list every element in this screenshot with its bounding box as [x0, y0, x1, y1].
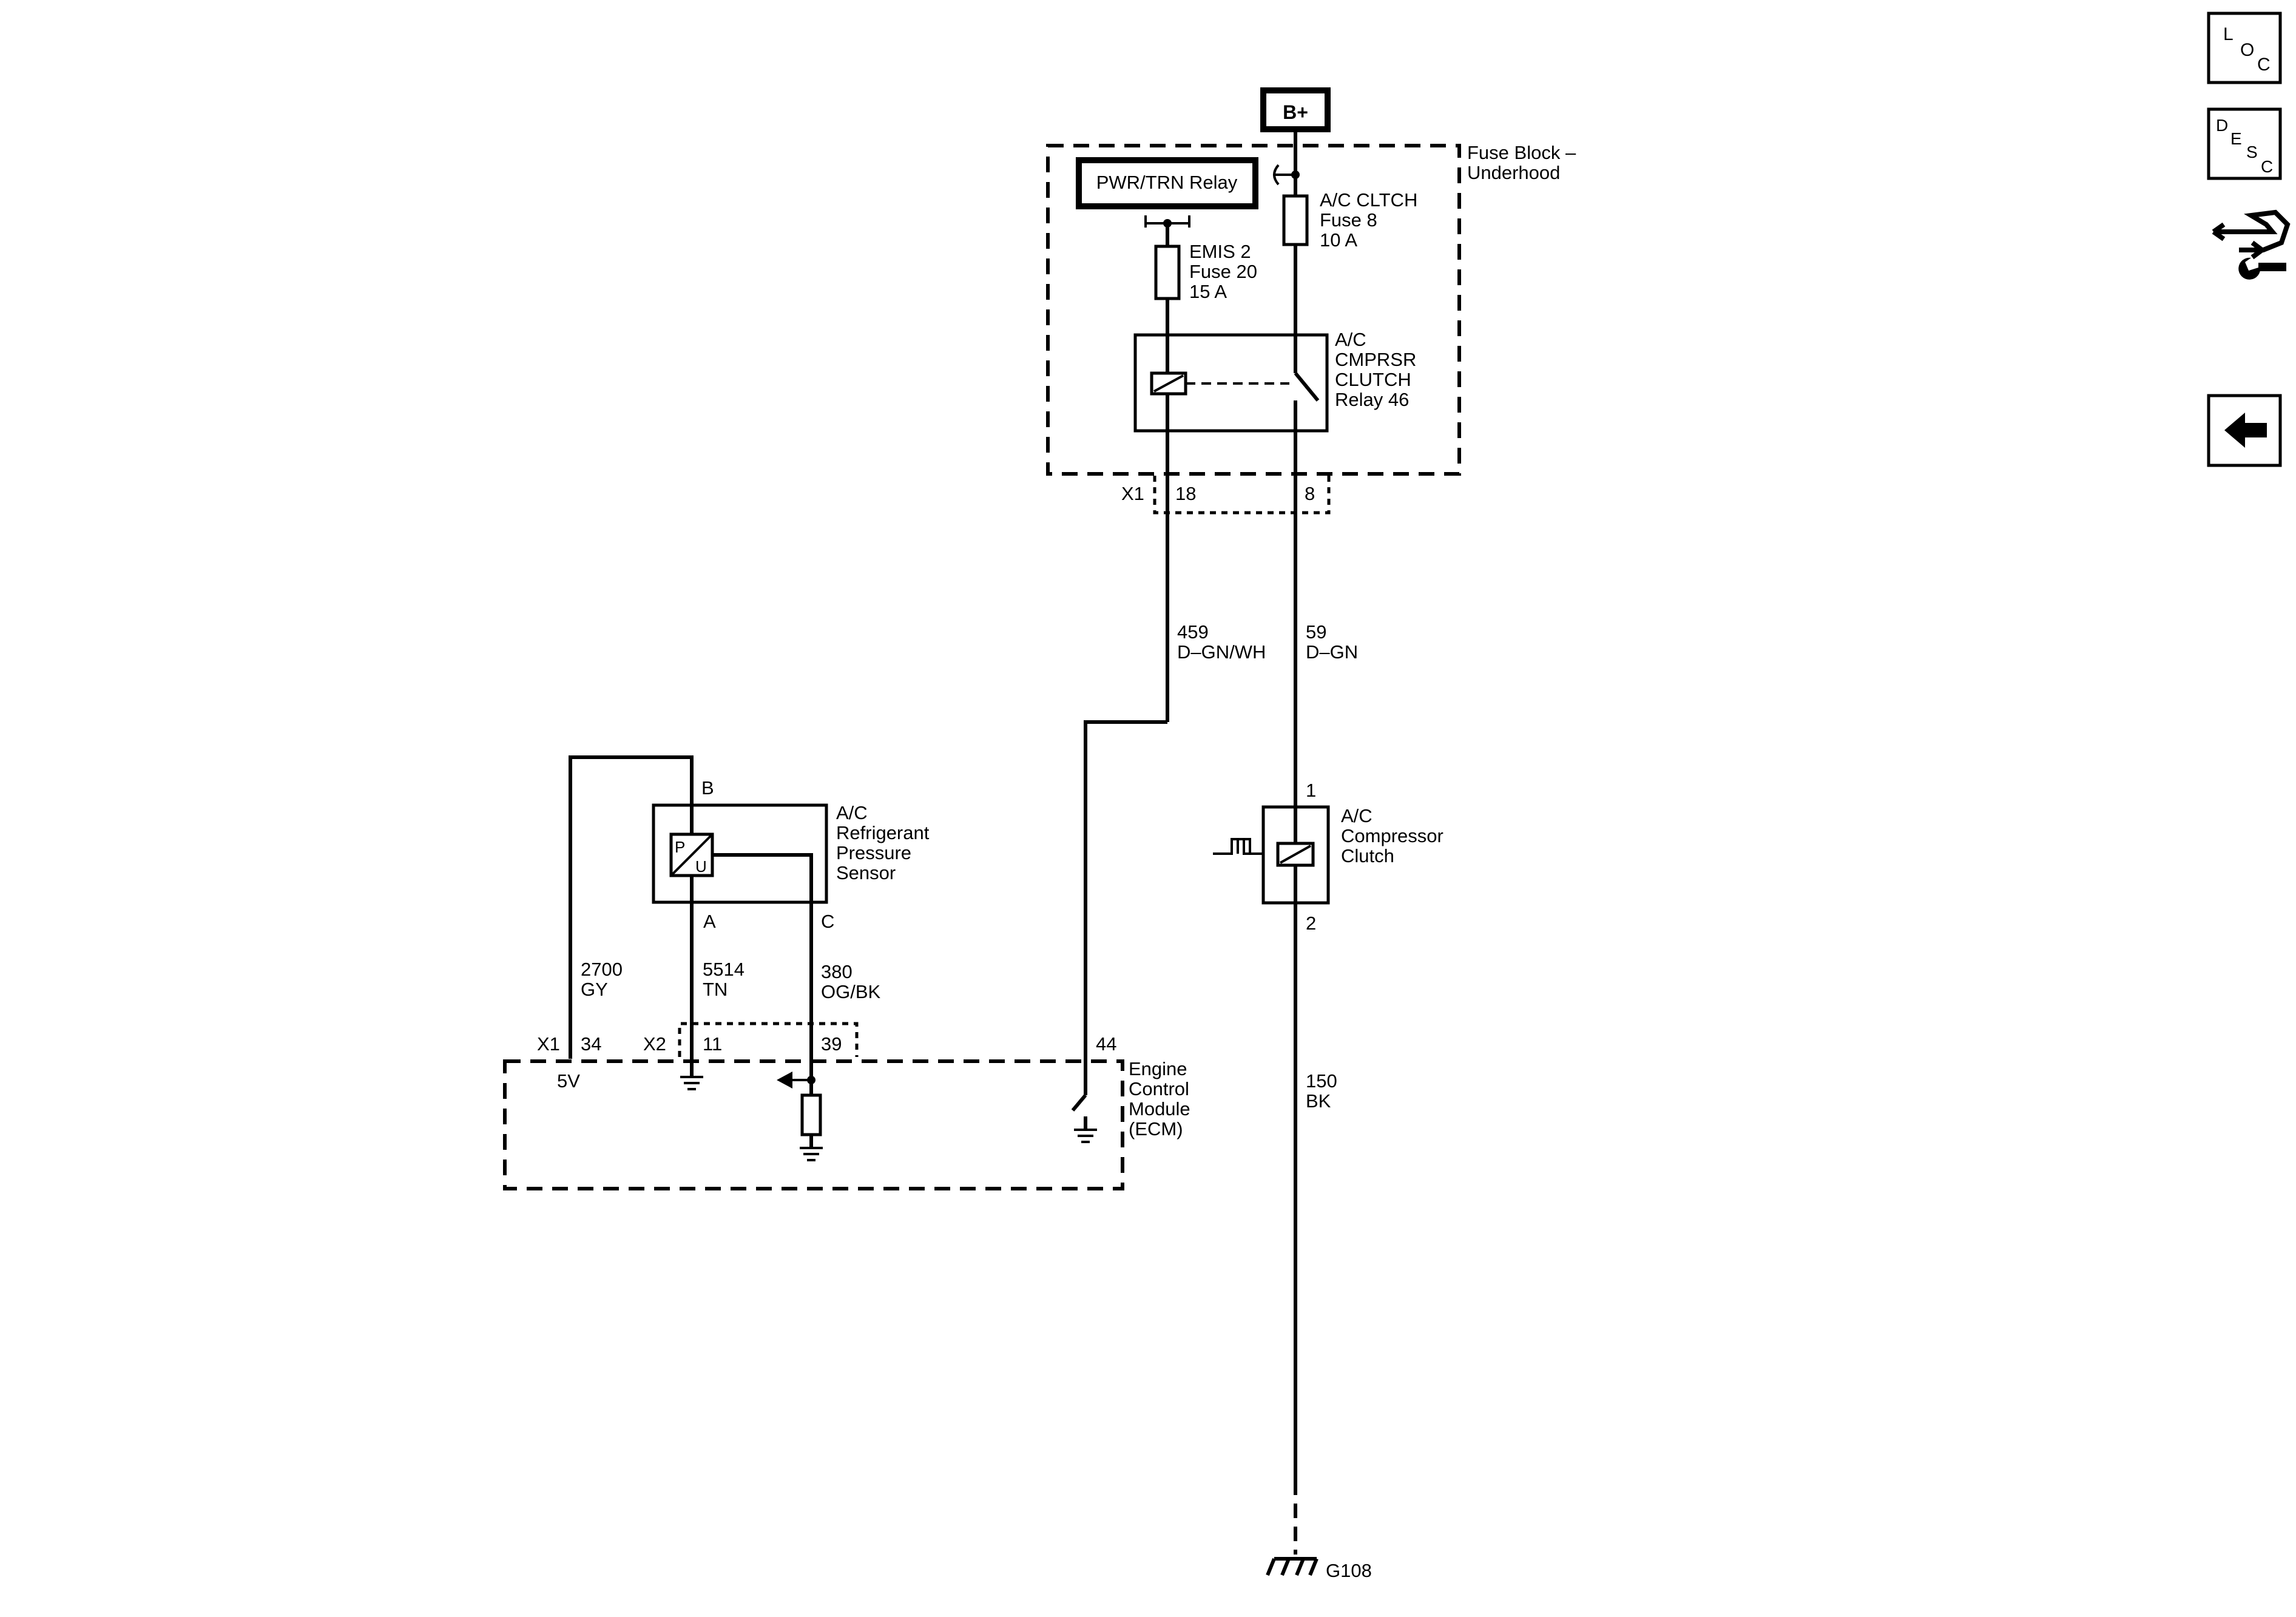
- signal-arrow-icon: [777, 1072, 792, 1089]
- desc-c: C: [2261, 157, 2273, 176]
- compressor-clutch-symbol: [1213, 838, 1263, 855]
- ecm-connector-x2: X2: [643, 1033, 666, 1055]
- wire-150-color: BK: [1306, 1090, 1331, 1112]
- wire-459-circuit: 459: [1177, 621, 1209, 643]
- relay-switch-contact: [1294, 372, 1320, 402]
- wire-59-color: D–GN: [1306, 641, 1358, 663]
- clutch-relay-label-2: CMPRSR: [1335, 349, 1416, 370]
- fuse-block-label-2: Underhood: [1467, 162, 1560, 183]
- pwr-trn-relay-label: PWR/TRN Relay: [1096, 172, 1238, 193]
- wire-5514-color: TN: [703, 979, 728, 1000]
- connector-x1-top-name: X1: [1121, 483, 1144, 504]
- ecm-pin-11: 11: [703, 1033, 722, 1055]
- loc-button[interactable]: L O C: [2207, 12, 2282, 84]
- ground-g108-label: G108: [1326, 1560, 1372, 1581]
- desc-button[interactable]: D E S C: [2207, 107, 2282, 180]
- wire-59-circuit: 59: [1306, 621, 1326, 643]
- ecm-label-3: Module: [1129, 1098, 1190, 1119]
- sensor-pin-b: B: [701, 777, 714, 798]
- clutch-relay-label-1: A/C: [1335, 329, 1366, 350]
- pressure-sensor-box: [652, 803, 828, 904]
- ecm-ground-39: [800, 1147, 823, 1161]
- wire-150-circuit: 150: [1306, 1070, 1337, 1092]
- ac-cltch-fuse-label-1: A/C CLTCH: [1320, 189, 1417, 211]
- ecm-label-2: Control: [1129, 1078, 1189, 1099]
- ecm-outline: [503, 1059, 1124, 1190]
- loc-l: L: [2223, 24, 2234, 44]
- arrow-left-icon: [2224, 413, 2267, 448]
- emis2-fuse-20: [1154, 245, 1181, 300]
- ac-cltch-fuse-label-3: 10 A: [1320, 229, 1357, 251]
- emis2-fuse-label-1: EMIS 2: [1189, 241, 1251, 262]
- compressor-label-2: Compressor: [1341, 825, 1443, 846]
- ecm-pin-34: 34: [581, 1033, 601, 1055]
- ac-cltch-fuse-label-2: Fuse 8: [1320, 209, 1377, 231]
- wire-459: [1084, 720, 1167, 1095]
- ecm-pin-44: 44: [1096, 1033, 1116, 1055]
- sensor-signal-line: [712, 853, 813, 902]
- back-button[interactable]: [2207, 394, 2282, 467]
- ecm-ground-44: [1074, 1129, 1097, 1143]
- wire-2700: [569, 755, 694, 1059]
- emis2-fuse-label-2: Fuse 20: [1189, 261, 1257, 282]
- pressure-sensor-label-2: Refrigerant: [836, 822, 930, 843]
- pullup-resistor: [800, 1093, 822, 1136]
- wire-380-color: OG/BK: [821, 981, 881, 1002]
- ac-cmprsr-clutch-relay-46: [1133, 333, 1329, 433]
- desc-s: S: [2246, 143, 2258, 161]
- connector-wrench-icon[interactable]: [2212, 209, 2291, 280]
- wire-459-color: D–GN/WH: [1177, 641, 1266, 663]
- compressor-label-1: A/C: [1341, 805, 1373, 826]
- ecm-label-1: Engine: [1129, 1058, 1187, 1079]
- emis2-fuse-label-3: 15 A: [1189, 281, 1227, 302]
- sensor-pin-c: C: [821, 911, 834, 932]
- wire-2700-color: GY: [581, 979, 608, 1000]
- ecm-ground-11: [680, 1076, 703, 1090]
- wire-2700-circuit: 2700: [581, 959, 623, 980]
- clutch-relay-label-3: CLUTCH: [1335, 369, 1411, 390]
- sensor-pin-a: A: [703, 911, 716, 932]
- wire-380-circuit: 380: [821, 961, 853, 982]
- loc-o: O: [2240, 40, 2254, 60]
- transducer-u: U: [695, 857, 707, 876]
- pressure-sensor-label-3: Pressure: [836, 842, 911, 863]
- ac-cltch-fuse-8: [1282, 194, 1309, 246]
- ecm-connector-x1: X1: [537, 1033, 560, 1055]
- pressure-sensor-label-4: Sensor: [836, 862, 896, 883]
- connector-pin-8: 8: [1305, 483, 1315, 504]
- ground-g108-symbol: [1266, 1557, 1319, 1576]
- transducer-p: P: [675, 838, 685, 856]
- clutch-relay-label-4: Relay 46: [1335, 389, 1409, 410]
- pwr-trn-relay-box: [1076, 157, 1258, 209]
- connector-pin-18: 18: [1175, 483, 1196, 504]
- pressure-sensor-label-1: A/C: [836, 802, 868, 823]
- wire-5514-circuit: 5514: [703, 959, 745, 980]
- connector-x2: [678, 1022, 859, 1057]
- fuse8-hook: [1273, 164, 1295, 186]
- desc-e: E: [2230, 129, 2242, 148]
- ecm-low-side-switch: [1071, 1094, 1087, 1112]
- loc-c: C: [2257, 55, 2271, 75]
- fuse-block-label-1: Fuse Block –: [1467, 142, 1576, 163]
- compressor-pin-2: 2: [1306, 913, 1316, 934]
- ecm-pin-39: 39: [821, 1033, 842, 1055]
- fuse-block-outline: [1046, 144, 1461, 476]
- compressor-pin-1: 1: [1306, 780, 1316, 801]
- ecm-5v-reference: 5V: [557, 1070, 580, 1092]
- compressor-label-3: Clutch: [1341, 845, 1394, 866]
- desc-d: D: [2216, 116, 2228, 135]
- battery-positive-label: B+: [1283, 101, 1308, 123]
- ecm-label-4: (ECM): [1129, 1118, 1183, 1139]
